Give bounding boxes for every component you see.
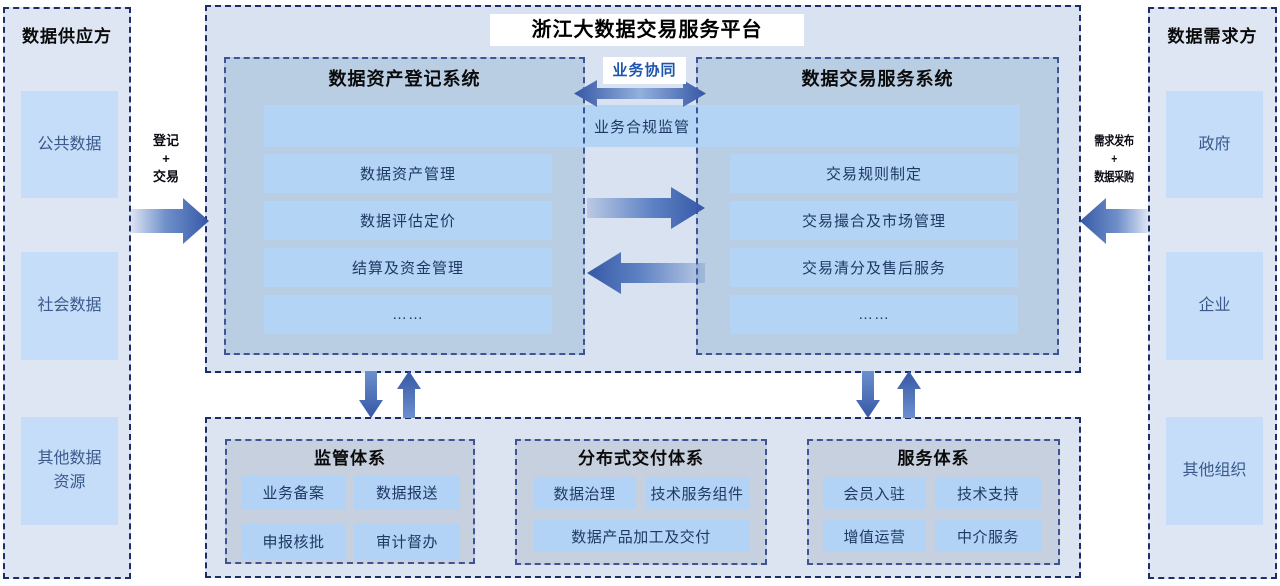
service-cell-intermediary: 中介服务: [935, 520, 1041, 552]
trading-row-more: ……: [730, 295, 1018, 334]
demander-panel: 数据需求方 政府 企业 其他组织: [1148, 7, 1277, 579]
supervision-cell-filing: 业务备案: [241, 475, 346, 510]
demand-flow-label: 需求发布 + 数据采购: [1088, 132, 1140, 186]
to-registration-arrow-icon: [587, 252, 705, 294]
demand-flow-label-line1: 需求发布: [1094, 134, 1134, 148]
to-trading-arrow-icon: [587, 187, 705, 229]
supervision-box: 监管体系 业务备案 数据报送 申报核批 审计督办: [225, 439, 475, 564]
demander-item-other-org: 其他组织: [1166, 417, 1263, 525]
registration-row-asset-mgmt: 数据资产管理: [264, 154, 552, 193]
demander-item-government: 政府: [1166, 91, 1263, 198]
delivery-cell-tech-components: 技术服务组件: [645, 477, 749, 509]
supplier-item-other-data: 其他数据资源: [21, 417, 118, 525]
registration-system-box: 数据资产登记系统 数据资产管理 数据评估定价 结算及资金管理 ……: [224, 57, 585, 355]
up-arrow-icon: [897, 371, 921, 418]
supervision-cell-reporting: 数据报送: [354, 475, 460, 510]
service-box: 服务体系 会员入驻 技术支持 增值运营 中介服务: [807, 439, 1060, 565]
registration-system-title: 数据资产登记系统: [328, 69, 481, 89]
supplier-panel-title: 数据供应方: [22, 27, 112, 46]
supplier-panel: 数据供应方 公共数据 社会数据 其他数据资源: [3, 7, 131, 579]
demander-panel-title: 数据需求方: [1167, 27, 1258, 46]
delivery-title: 分布式交付体系: [578, 449, 704, 468]
supply-flow-label-plus: +: [162, 151, 170, 166]
registration-row-valuation: 数据评估定价: [264, 201, 552, 240]
delivery-cell-governance: 数据治理: [533, 477, 636, 509]
service-title: 服务体系: [897, 449, 970, 468]
supply-flow-label-line2: 交易: [152, 169, 179, 184]
foundation-panel: 监管体系 业务备案 数据报送 申报核批 审计督办 分布式交付体系 数据治理 技术…: [205, 417, 1081, 578]
down-arrow-icon: [359, 371, 383, 418]
supervision-cell-approval: 申报核批: [241, 524, 346, 559]
demand-flow-arrow-icon: [1080, 198, 1148, 244]
supply-flow-arrow-icon: [131, 198, 209, 244]
service-cell-tech-support: 技术支持: [935, 477, 1041, 509]
down-arrow-icon: [856, 371, 880, 418]
supplier-item-social-data: 社会数据: [21, 252, 118, 360]
trading-system-title: 数据交易服务系统: [801, 69, 954, 89]
supply-flow-label-line1: 登记: [152, 133, 179, 148]
supplier-item-public-data: 公共数据: [21, 91, 118, 198]
delivery-cell-processing: 数据产品加工及交付: [533, 520, 749, 552]
trading-row-matching: 交易撮合及市场管理: [730, 201, 1018, 240]
service-cell-membership: 会员入驻: [823, 477, 926, 509]
delivery-box: 分布式交付体系 数据治理 技术服务组件 数据产品加工及交付: [515, 439, 767, 565]
collaboration-label: 业务协同: [603, 57, 686, 84]
supply-flow-label: 登记 + 交易: [134, 132, 198, 186]
supervision-title: 监管体系: [314, 449, 386, 468]
registration-row-settlement: 结算及资金管理: [264, 248, 552, 287]
registration-row-more: ……: [264, 295, 552, 334]
demander-item-enterprise: 企业: [1166, 252, 1263, 360]
trading-row-rules: 交易规则制定: [730, 154, 1018, 193]
platform-title: 浙江大数据交易服务平台: [490, 14, 804, 46]
collaboration-double-arrow-icon: [574, 80, 706, 107]
supervision-cell-audit: 审计督办: [354, 524, 460, 559]
demand-flow-label-line2: 数据采购: [1094, 170, 1134, 184]
trading-system-box: 数据交易服务系统 交易规则制定 交易撮合及市场管理 交易清分及售后服务 ……: [696, 57, 1059, 355]
platform-panel: 浙江大数据交易服务平台 业务合规监管 数据资产登记系统 数据资产管理 数据评估定…: [205, 5, 1081, 373]
demand-flow-label-plus: +: [1111, 152, 1117, 166]
trading-row-clearing: 交易清分及售后服务: [730, 248, 1018, 287]
up-arrow-icon: [397, 371, 421, 418]
compliance-band: 业务合规监管: [264, 105, 1020, 147]
service-cell-value-added: 增值运营: [823, 520, 926, 552]
